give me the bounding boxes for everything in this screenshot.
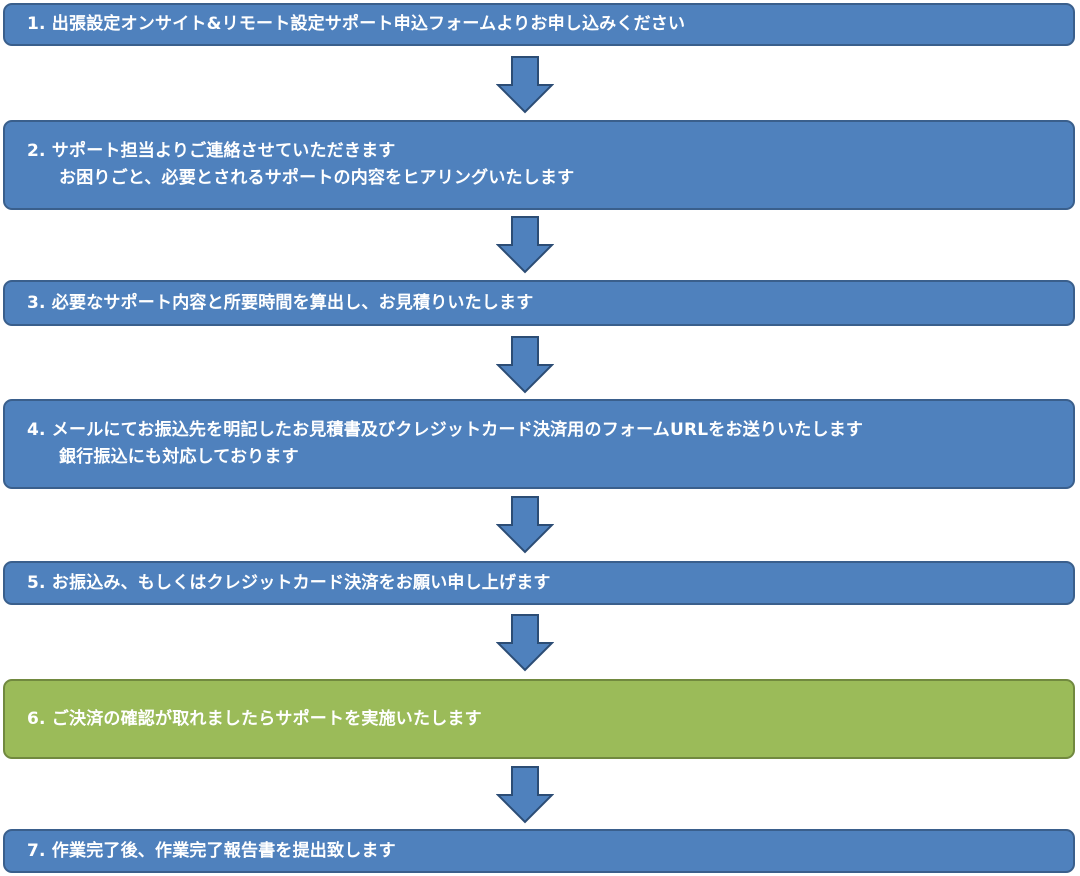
step-2-text-line-2: お困りごと、必要とされるサポートの内容をヒアリングいたします	[59, 168, 575, 188]
step-4-box: 4. メールにてお振込先を明記したお見積書及びクレジットカード決済用のフォームU…	[3, 399, 1075, 489]
step-2-box: 2. サポート担当よりご連絡させていただきます お困りごと、必要とされるサポート…	[3, 120, 1075, 210]
step-4-text-line-1: 4. メールにてお振込先を明記したお見積書及びクレジットカード決済用のフォームU…	[27, 420, 864, 440]
step-5-box: 5. お振込み、もしくはクレジットカード決済をお願い申し上げます	[3, 561, 1075, 605]
down-arrow-icon	[496, 766, 554, 824]
step-1-box: 1. 出張設定オンサイト&リモート設定サポート申込フォームよりお申し込みください	[3, 3, 1075, 46]
step-7-box: 7. 作業完了後、作業完了報告書を提出致します	[3, 829, 1075, 873]
down-arrow-icon	[496, 56, 554, 114]
step-4-text-line-2: 銀行振込にも対応しております	[59, 447, 299, 467]
step-3-text: 3. 必要なサポート内容と所要時間を算出し、お見積りいたします	[27, 292, 534, 313]
step-7-text: 7. 作業完了後、作業完了報告書を提出致します	[27, 840, 396, 861]
down-arrow-icon	[496, 496, 554, 554]
step-1-text: 1. 出張設定オンサイト&リモート設定サポート申込フォームよりお申し込みください	[27, 14, 686, 34]
down-arrow-icon	[496, 614, 554, 672]
step-6-text: 6. ご決済の確認が取れましたらサポートを実施いたします	[27, 708, 482, 729]
down-arrow-icon	[496, 216, 554, 274]
step-5-text: 5. お振込み、もしくはクレジットカード決済をお願い申し上げます	[27, 572, 551, 593]
step-2-text-line-1: 2. サポート担当よりご連絡させていただきます	[27, 141, 396, 161]
step-6-box: 6. ご決済の確認が取れましたらサポートを実施いたします	[3, 679, 1075, 759]
down-arrow-icon	[496, 336, 554, 394]
step-3-box: 3. 必要なサポート内容と所要時間を算出し、お見積りいたします	[3, 280, 1075, 326]
